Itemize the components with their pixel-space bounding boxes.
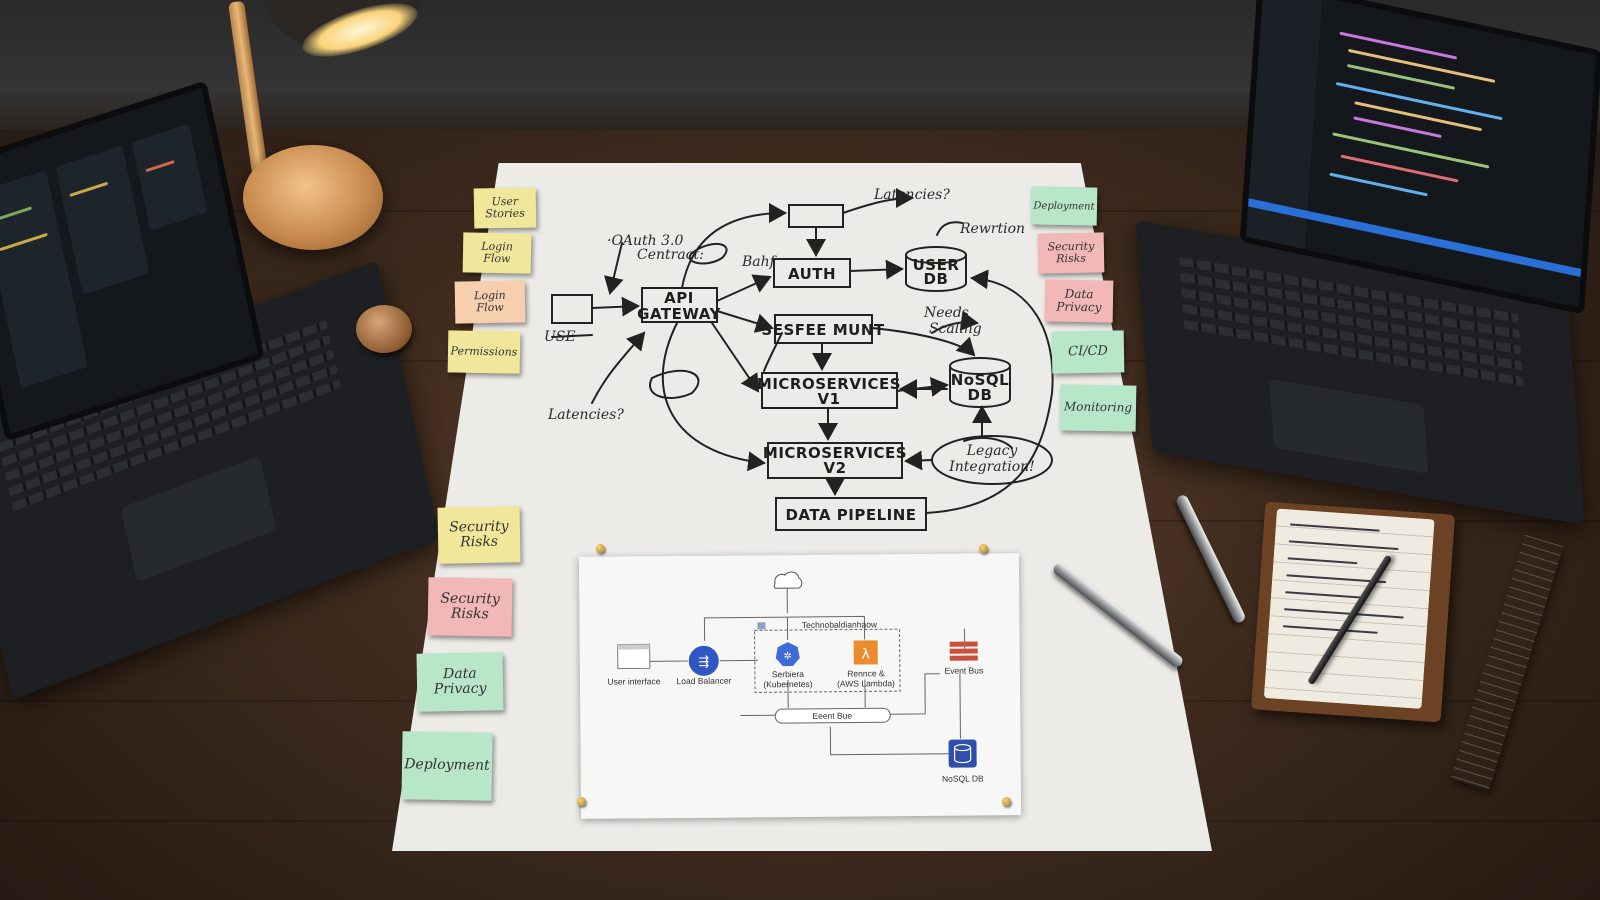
needs-scaling-note: Needs	[923, 305, 969, 321]
microservices-v2-label: V2	[823, 459, 846, 477]
pushpin	[577, 797, 586, 806]
legacy-label: Legacy	[966, 443, 1019, 459]
metal-ruler	[1451, 535, 1564, 791]
sticky-note-data-privacy-right: Data Privacy	[1045, 279, 1114, 322]
event-bus-icon	[950, 641, 978, 660]
event-bus-center-label: Eeent Bue	[812, 711, 852, 721]
sticky-note-ci-cd: CI/CD	[1052, 330, 1125, 373]
sticky-note-deployment: Deployment	[401, 731, 492, 801]
auth-note: Bahf	[741, 254, 778, 270]
kubernetes-label: (Kubernetes)	[763, 679, 812, 689]
pushpin	[1002, 797, 1011, 806]
sticky-note-monitoring: Monitoring	[1060, 384, 1137, 431]
trackpad	[121, 456, 277, 583]
nosql-db-label: NoSQL DB	[942, 773, 984, 783]
kubernetes-label: Serbiera	[772, 669, 804, 679]
svg-text:✲: ✲	[783, 651, 791, 662]
user-interface-label: User interface	[607, 676, 660, 686]
auth-label: AUTH	[788, 265, 836, 283]
microservices-v1-label: V1	[817, 390, 840, 408]
pushpin	[979, 544, 988, 553]
cloud-icon	[774, 572, 801, 588]
lamp-base	[243, 145, 383, 250]
latencies-top-note: Latencies?	[873, 187, 950, 203]
group-label: Technobaldianhaow	[802, 619, 878, 630]
load-balancer-label: Load Balancer	[676, 676, 731, 686]
oauth-note: Centract:	[637, 247, 704, 263]
sticky-note-login-flow-2: Login Flow	[455, 280, 526, 323]
legacy-label: Integration!	[948, 459, 1035, 475]
rewrite-note: Rewrtion	[959, 221, 1025, 237]
sticky-note-security-risks-right: Security Risks	[1038, 232, 1105, 273]
user-db-label: DB	[924, 270, 949, 288]
notebook-page	[1264, 508, 1435, 709]
service-mgmt-label: SESFEE MUNT	[761, 321, 884, 339]
api-gateway-label: GATEWAY	[637, 305, 721, 323]
user-interface-icon	[618, 644, 650, 668]
sticky-note-security-risks: Security Risks	[438, 506, 521, 563]
event-bus-right-label: Event Bus	[944, 665, 983, 675]
user-box	[552, 295, 592, 323]
sticky-note-data-privacy: Data Privacy	[417, 652, 504, 711]
group-icon	[757, 622, 765, 629]
pushpin	[596, 544, 605, 553]
needs-scaling-note: Scaling	[929, 321, 982, 337]
lambda-label: Rennce &	[847, 668, 885, 678]
sticky-note-user-stories: User Stories	[474, 187, 537, 228]
svg-text:λ: λ	[862, 646, 870, 662]
sticky-note-permissions: Permissions	[448, 330, 521, 373]
svg-text:⇶: ⇶	[698, 655, 709, 670]
data-pipeline-label: DATA PIPELINE	[785, 506, 916, 524]
latencies-left-note: Latencies?	[547, 407, 624, 423]
user-label: USE	[544, 329, 576, 345]
lambda-label: (AWS Lambda)	[837, 678, 895, 689]
printed-architecture-diagram: User interface ⇶ Load Balancer Technobal…	[579, 553, 1021, 819]
top-box	[789, 205, 843, 227]
sticky-note-security-risks-2: Security Risks	[428, 577, 513, 636]
sticky-note-deployment-right: Deployment	[1031, 186, 1098, 225]
nosql-db-icon	[948, 739, 976, 767]
nosql-db-label: DB	[968, 386, 993, 404]
trackpad	[1269, 379, 1428, 474]
printed-diagram-graphic: User interface ⇶ Load Balancer Technobal…	[579, 553, 1021, 819]
sticky-note-login-flow: Login Flow	[463, 232, 532, 273]
